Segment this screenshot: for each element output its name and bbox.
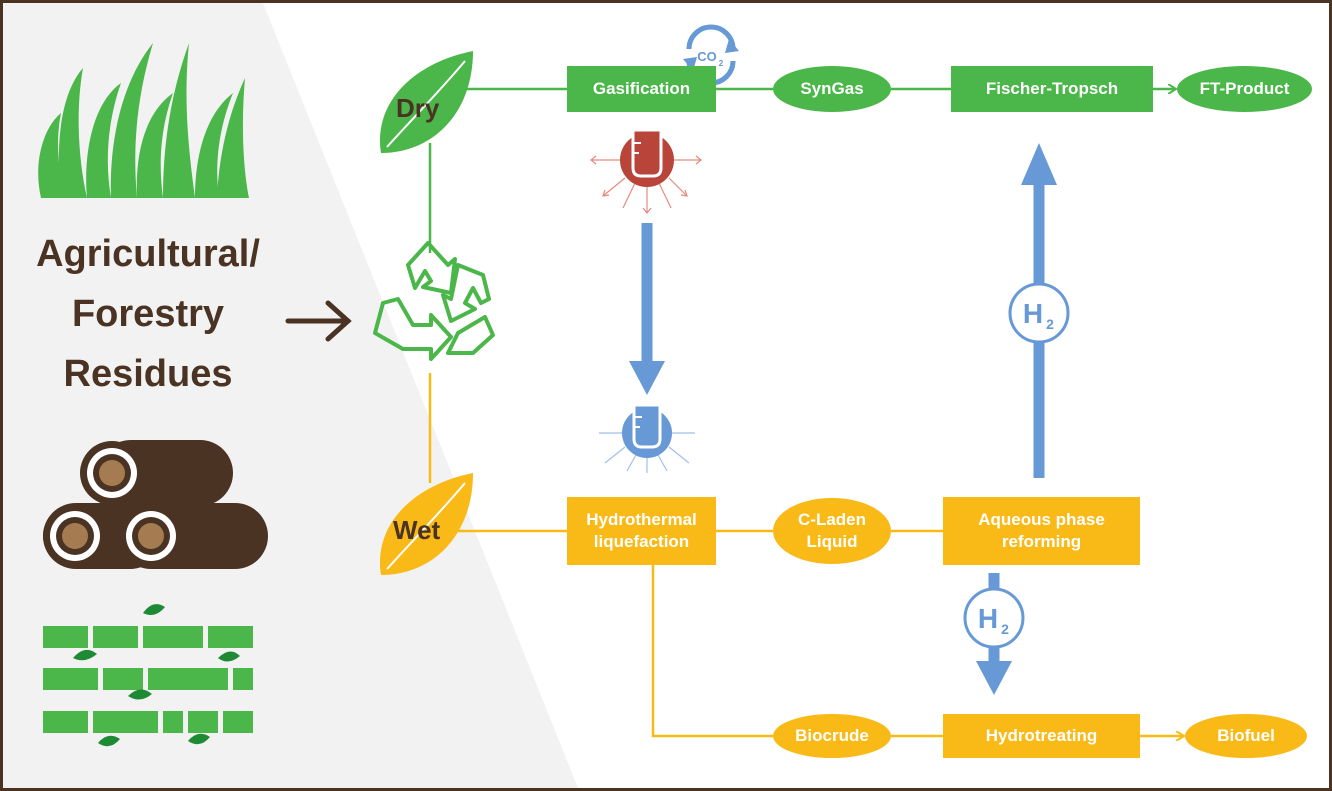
h2-subscript: 2: [1046, 316, 1054, 332]
h2-badge-lower: H 2: [963, 587, 1025, 649]
bamboo-icon: [43, 604, 253, 747]
hydrotreating-box: Hydrotreating: [943, 714, 1140, 758]
c-laden-line-1: C-Laden: [798, 510, 866, 529]
ft-product-oval: FT-Product: [1177, 66, 1312, 112]
aqueous-line-2: reforming: [1001, 532, 1082, 551]
dry-label: Dry: [396, 93, 440, 123]
h2-subscript: 2: [1001, 621, 1009, 637]
aqueous-line-1: Aqueous phase: [978, 510, 1105, 529]
recycle-icon: [373, 241, 495, 361]
syngas-oval: SynGas: [773, 66, 891, 112]
title-line-1: Agricultural/: [36, 233, 260, 275]
h2-symbol: H: [1023, 298, 1043, 329]
beaker-icon-hot: [590, 128, 702, 214]
co2-subscript: 2: [719, 59, 724, 68]
hydrothermal-line-2: liquefaction: [593, 532, 690, 551]
title-line-2: Forestry: [71, 293, 225, 335]
fischer-tropsch-box: Fischer-Tropsch: [951, 66, 1153, 112]
title-line-3: Residues: [63, 353, 233, 395]
hydrothermal-liquefaction-box: Hydrothermal liquefaction: [567, 497, 716, 565]
logs-icon: [43, 440, 268, 569]
gasification-box: Gasification: [567, 66, 716, 112]
process-diagram: CO 2 H 2 H 2: [38, 24, 1329, 747]
wet-label: Wet: [393, 515, 441, 545]
beaker-icon-cold: [599, 403, 695, 473]
c-laden-line-2: Liquid: [806, 532, 858, 551]
leaf-icon-dry: [379, 51, 473, 153]
leaf-icon-wet: [379, 473, 473, 575]
aqueous-phase-reforming-box: Aqueous phase reforming: [943, 497, 1140, 565]
arrow-icon: [285, 300, 352, 342]
h2-badge-upper: H 2: [1008, 282, 1070, 344]
hydrothermal-line-1: Hydrothermal: [586, 510, 697, 529]
co2-label: CO: [697, 49, 717, 64]
h2-symbol: H: [978, 603, 998, 634]
c-laden-liquid-oval: C-Laden Liquid: [773, 498, 891, 564]
grass-icon: [38, 43, 249, 198]
biocrude-oval: Biocrude: [773, 714, 891, 758]
biofuel-oval: Biofuel: [1185, 714, 1307, 758]
